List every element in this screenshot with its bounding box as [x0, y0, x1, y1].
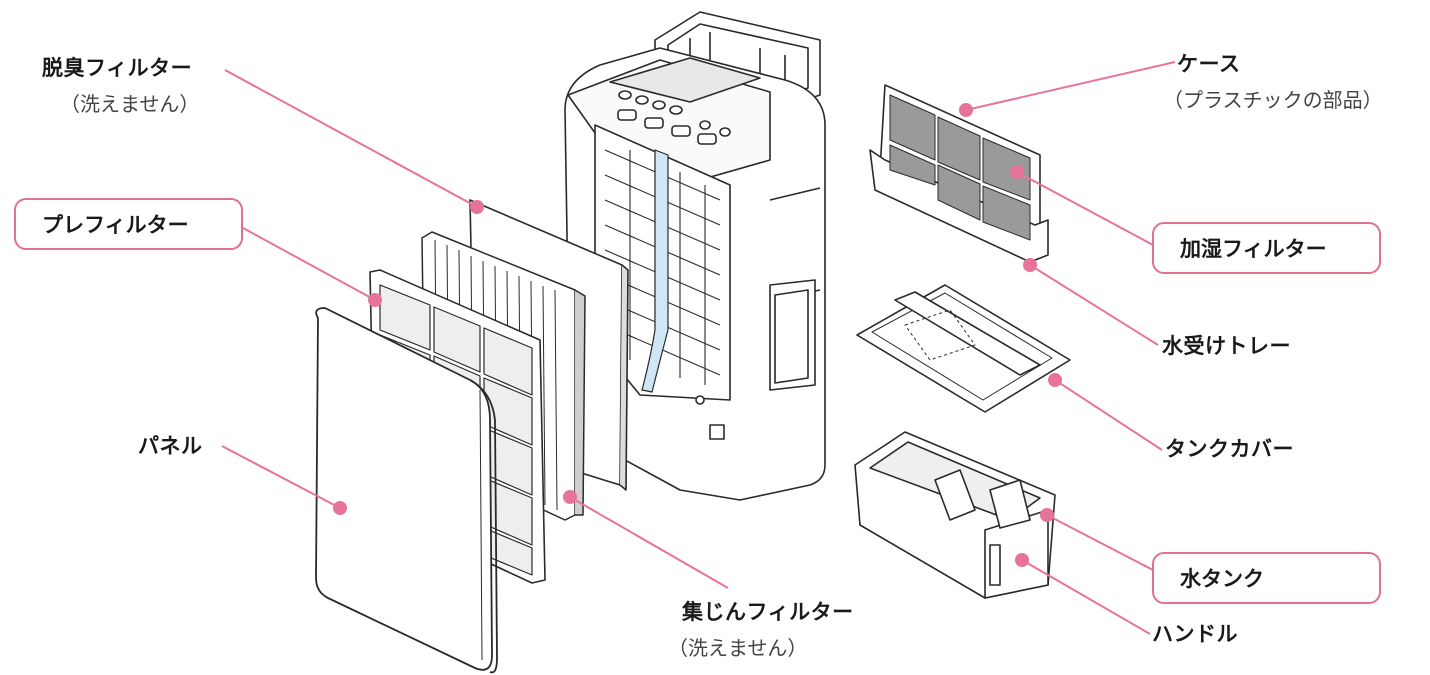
leader-panel: [221, 445, 341, 509]
leader-lines: [221, 61, 1176, 635]
case-illustration: [869, 84, 1049, 263]
label-tank-cover: タンクカバー: [1165, 437, 1294, 461]
label-water-tank-text: 水タンク: [1180, 567, 1264, 591]
label-panel: パネル: [138, 434, 203, 458]
label-case: ケース: [1177, 52, 1241, 76]
label-dust-filter: 集じんフィルター: [682, 600, 854, 624]
label-deodorizing-filter: 脱臭フィルター: [42, 56, 193, 80]
panel-illustration: [315, 307, 498, 674]
leader-water-tray: [1029, 264, 1159, 346]
leader-tank-cover: [1054, 379, 1163, 451]
drain-strip-illustration: [641, 149, 669, 393]
label-pre-filter: プレフィルター: [14, 198, 243, 250]
water-tray-illustration: [856, 284, 1071, 413]
note-dust-filter: （洗えません）: [668, 636, 808, 660]
leader-dots: [333, 103, 1062, 567]
label-water-tank: 水タンク: [1152, 552, 1381, 604]
label-humidifying-filter-text: 加湿フィルター: [1180, 237, 1327, 261]
leader-handle: [1021, 559, 1151, 635]
label-handle: ハンドル: [1152, 622, 1238, 646]
leader-dust-filter: [569, 496, 729, 589]
note-case: （プラスチックの部品）: [1163, 88, 1383, 112]
label-humidifying-filter: 加湿フィルター: [1152, 222, 1381, 274]
water-tank-illustration: [854, 431, 1056, 599]
leader-pre-filter: [242, 227, 376, 301]
label-pre-filter-text: プレフィルター: [42, 213, 189, 237]
leader-humidifying-filter: [1016, 171, 1154, 246]
leader-case: [965, 61, 1176, 111]
note-deodorizing-filter: （洗えません）: [60, 92, 200, 116]
leader-deodorizing-filter: [224, 69, 478, 208]
label-water-tray: 水受けトレー: [1162, 334, 1291, 358]
leader-water-tank: [1046, 514, 1154, 571]
